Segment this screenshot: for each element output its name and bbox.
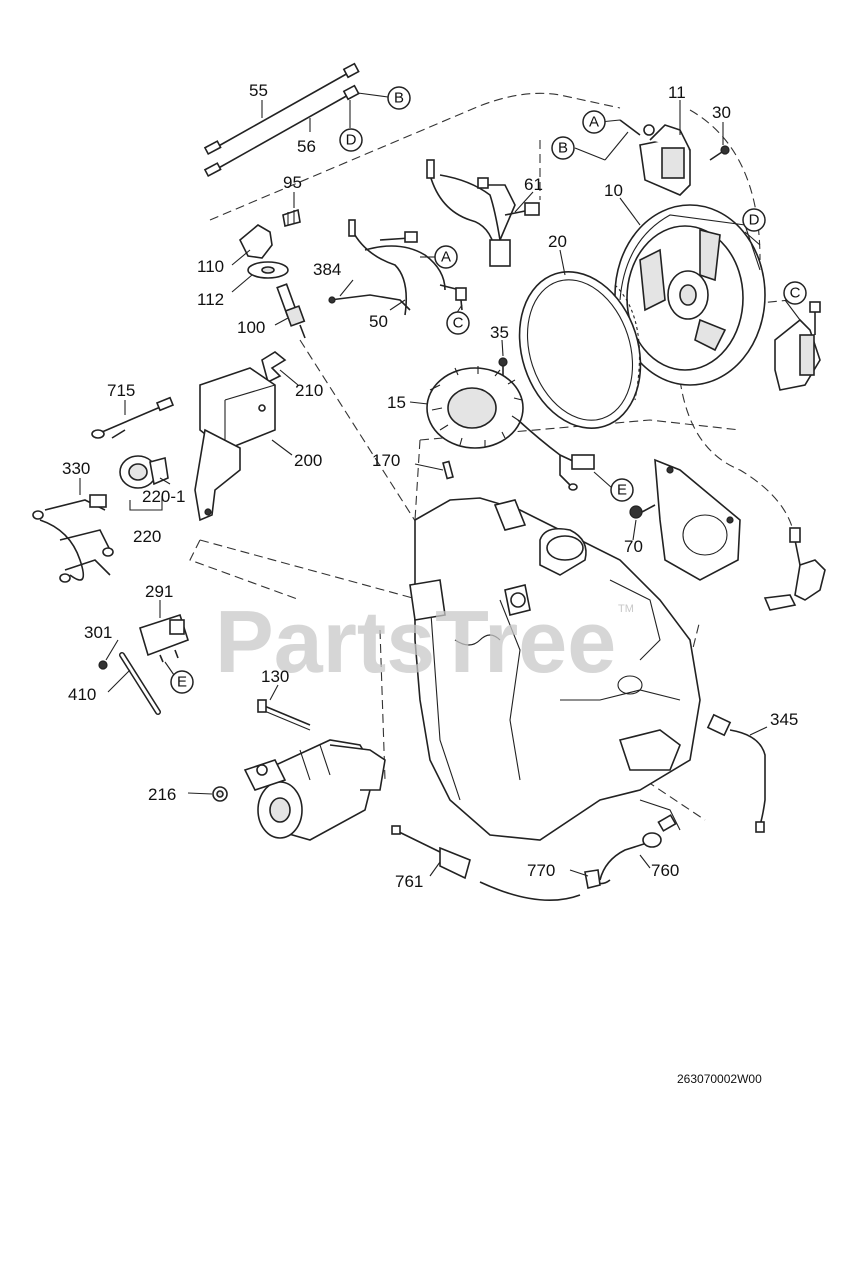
connector-D-top: D (339, 128, 363, 152)
washer-112 (247, 261, 289, 279)
spark-plug-100 (276, 283, 306, 339)
connector-label: C (790, 285, 801, 302)
callout-130: 130 (261, 667, 289, 686)
connector-label: E (617, 482, 627, 499)
callout-410: 410 (68, 685, 96, 704)
wire-harness-50 (328, 219, 467, 316)
connector-D-cover: D (742, 208, 766, 232)
nut-216 (212, 786, 228, 802)
clip-210 (261, 351, 287, 384)
callout-291: 291 (145, 582, 173, 601)
lead-770 (584, 869, 611, 889)
screw-30 (709, 145, 730, 161)
watermark-text: PartsTree (215, 592, 616, 691)
ignition-coil-11 (619, 119, 691, 196)
callout-345: 345 (770, 710, 798, 729)
wire-harness-330 (32, 494, 114, 583)
connector-label: A (441, 249, 451, 266)
callout-61: 61 (524, 175, 543, 194)
callout-70: 70 (624, 537, 643, 556)
connector-B-top: B (387, 86, 411, 110)
ring-gasket-20 (518, 271, 642, 429)
lead-760 (599, 814, 677, 881)
callout-220: 220 (133, 527, 161, 546)
lead-761 (391, 825, 581, 902)
clip-95 (282, 208, 301, 227)
flywheel-cover-10 (614, 204, 766, 386)
callout-220-1: 220-1 (142, 487, 185, 506)
connector-B-coil: B (551, 136, 575, 160)
diagram-code: 263070002W00 (677, 1072, 762, 1086)
cable-55 (203, 62, 360, 156)
bracket-200 (194, 367, 276, 522)
screw-301 (98, 660, 108, 670)
connector-label: B (558, 140, 568, 157)
plug-cap-right (763, 527, 826, 611)
callout-110: 110 (197, 257, 224, 276)
cable-56 (203, 84, 360, 178)
callout-10: 10 (604, 181, 623, 200)
callout-30: 30 (712, 103, 731, 122)
callout-50: 50 (369, 312, 388, 331)
plug-boot-110 (239, 224, 273, 259)
callout-56: 56 (297, 137, 316, 156)
engine-block (409, 497, 701, 841)
connector-label: D (749, 212, 760, 229)
connector-A-coil: A (582, 110, 606, 134)
callouts: 55 56 11 30 95 61 10 20 110 384 112 50 1… (62, 81, 798, 891)
callout-760: 760 (651, 861, 679, 880)
connector-label: A (589, 114, 599, 131)
callout-35: 35 (490, 323, 509, 342)
watermark-tm: TM (618, 603, 634, 615)
connector-E-relay: E (170, 670, 194, 694)
stator-15 (426, 366, 595, 491)
callout-301: 301 (84, 623, 112, 642)
callout-15: 15 (387, 393, 406, 412)
starter-motor (243, 739, 386, 841)
callout-210: 210 (295, 381, 323, 400)
connector-E-stator: E (610, 478, 634, 502)
connector-label: B (394, 90, 404, 107)
callout-384: 384 (313, 260, 341, 279)
connector-C-harness: C (446, 311, 470, 335)
connector-label: D (346, 132, 357, 149)
rod-410 (119, 652, 161, 715)
pin-170 (442, 460, 454, 480)
callout-216: 216 (148, 785, 176, 804)
callout-715: 715 (107, 381, 135, 400)
callout-330: 330 (62, 459, 90, 478)
callout-11: 11 (668, 83, 686, 102)
callout-95: 95 (283, 173, 302, 192)
callout-200: 200 (294, 451, 322, 470)
callout-770: 770 (527, 861, 555, 880)
bolt-70 (629, 504, 656, 519)
callout-55: 55 (249, 81, 268, 100)
connector-label: C (453, 315, 464, 332)
side-plate (654, 458, 741, 581)
cable-715 (91, 396, 175, 439)
relay-291 (139, 613, 189, 663)
connector-C-cover: C (783, 281, 807, 305)
leader-lines (79, 92, 801, 877)
sensor-lead-345 (706, 713, 766, 833)
callout-761: 761 (395, 872, 423, 891)
connector-A-harness: A (434, 245, 458, 269)
wire-harness-61 (426, 159, 540, 267)
callout-170: 170 (372, 451, 400, 470)
screw-35 (498, 357, 508, 376)
high-tension-cap (774, 301, 821, 391)
connector-label: E (177, 674, 187, 691)
callout-100: 100 (237, 318, 265, 337)
callout-112: 112 (197, 290, 224, 309)
key-switch-220 (119, 455, 169, 511)
callout-20: 20 (548, 232, 567, 251)
watermark: PartsTree TM (215, 592, 634, 691)
bolt-130 (257, 699, 311, 731)
